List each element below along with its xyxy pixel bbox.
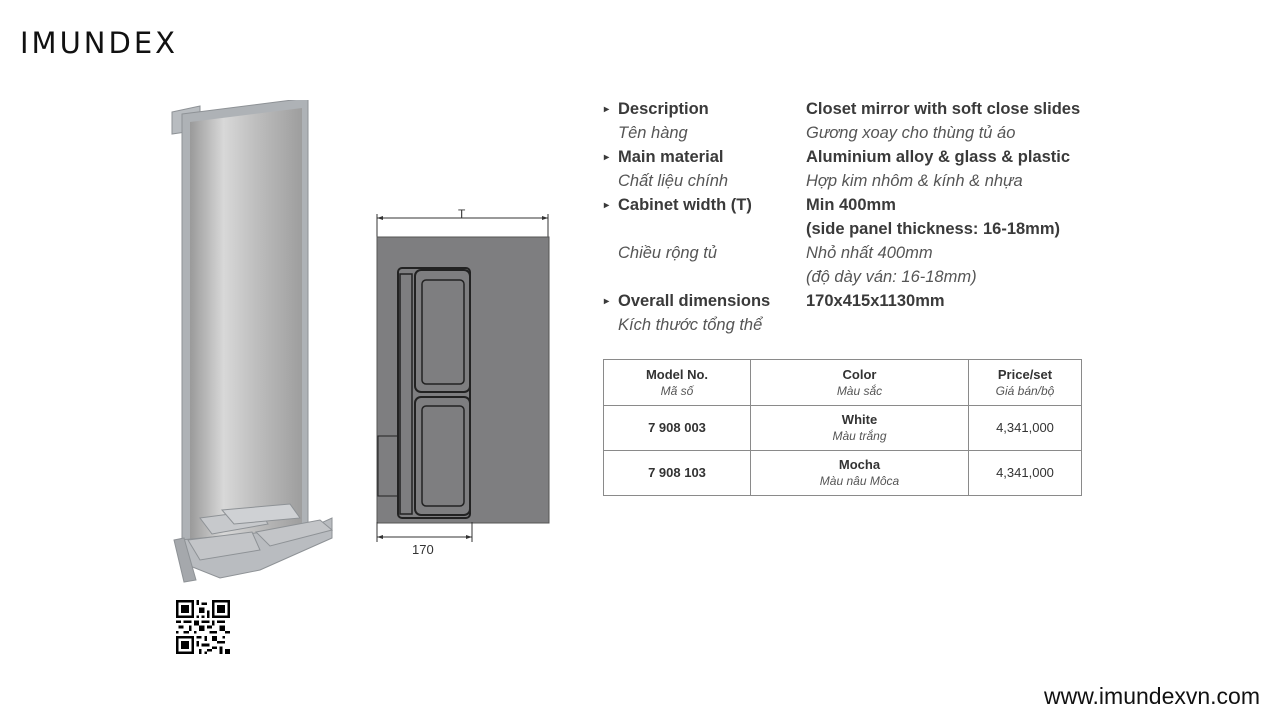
qr-code[interactable] [176,600,230,654]
price-table: Model No. Mã số Color Màu sắc Price/set … [603,359,1082,496]
spec-label: Kích thước tổng thể [618,315,763,334]
spec-row: ▸Overall dimensions 170x415x1130mm [604,289,1204,313]
spec-row: Chất liệu chính Hợp kim nhôm & kính & nhự… [604,169,1204,193]
spec-row: Chiều rộng tủ Nhỏ nhất 400mm [604,241,1204,265]
spec-value: (side panel thickness: 16-18mm) [806,219,1061,238]
header-color: Color Màu sắc [750,359,969,406]
table-row: 7 908 003 White Màu trắng 4,341,000 [603,405,1082,451]
bullet-arrow-icon: ▸ [604,199,610,211]
cell-price: 4,341,000 [968,405,1082,451]
cell-price: 4,341,000 [968,450,1082,496]
spec-row: (side panel thickness: 16-18mm) [604,217,1204,241]
cell-color: Mocha Màu nâu Môca [750,450,969,496]
dimension-t-label: T [458,207,466,221]
spec-label: ▸Overall dimensions [604,291,771,310]
header-price: Price/set Giá bán/bộ [968,359,1082,406]
spec-row: ▸Main material Aluminium alloy & glass & … [604,145,1204,169]
cell-model: 7 908 003 [603,405,751,451]
table-row: 7 908 103 Mocha Màu nâu Môca 4,341,000 [603,450,1082,496]
spec-value: Aluminium alloy & glass & plastic [806,147,1071,166]
website-link[interactable]: www.imundexvn.com [1043,683,1260,709]
product-image [171,100,334,583]
spec-value: 170x415x1130mm [806,291,945,310]
spec-row: Kích thước tổng thể [604,313,1204,337]
dimension-170-label: 170 [412,542,434,557]
spec-label: Chất liệu chính [618,171,729,190]
brand-logo: IMUNDEX [20,26,179,60]
spec-row: Tên hàng Gương xoay cho thùng tủ áo [604,121,1204,145]
spec-value: (độ dày ván: 16-18mm) [806,267,977,286]
spec-row: ▸Cabinet width (T) Min 400mm [604,193,1204,217]
spec-value: Nhỏ nhất 400mm [806,243,933,262]
table-header-row: Model No. Mã số Color Màu sắc Price/set … [603,359,1082,406]
technical-drawing: T 170 [376,207,550,557]
spec-value: Min 400mm [806,195,896,214]
spec-label: ▸Description [604,99,709,118]
bullet-arrow-icon: ▸ [604,295,610,307]
spec-row: ▸Description Closet mirror with soft clos… [604,97,1204,121]
header-model: Model No. Mã số [603,359,751,406]
spec-label: Chiều rộng tủ [618,243,718,262]
spec-value: Hợp kim nhôm & kính & nhựa [806,171,1023,190]
spec-label: Tên hàng [618,123,688,142]
cell-color: White Màu trắng [750,405,969,451]
spec-row: (độ dày ván: 16-18mm) [604,265,1204,289]
spec-value: Closet mirror with soft close slides [806,99,1081,118]
cell-model: 7 908 103 [603,450,751,496]
spec-value: Gương xoay cho thùng tủ áo [806,123,1016,142]
spec-list: ▸Description Closet mirror with soft clos… [604,97,1204,337]
bullet-arrow-icon: ▸ [604,103,610,115]
bullet-arrow-icon: ▸ [604,151,610,163]
spec-label: ▸Main material [604,147,724,166]
spec-label: ▸Cabinet width (T) [604,195,752,214]
